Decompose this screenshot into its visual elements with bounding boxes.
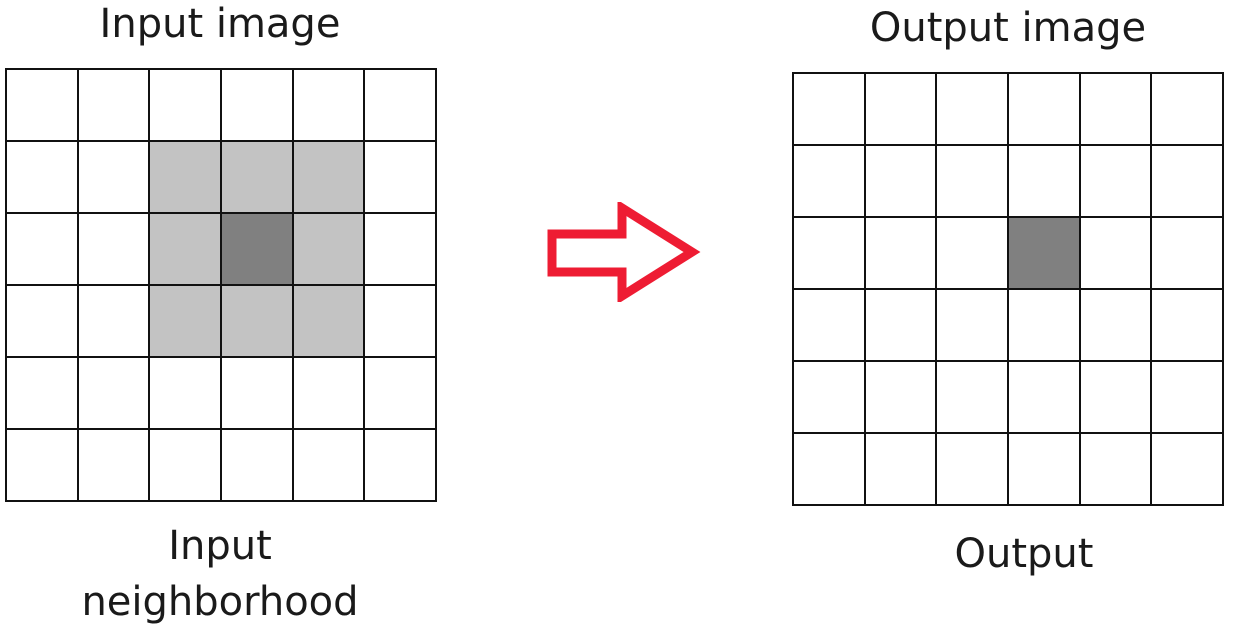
output-cell bbox=[794, 74, 866, 146]
output-cell bbox=[1008, 290, 1081, 362]
output-cell bbox=[865, 74, 938, 146]
input-neighborhood-cell bbox=[221, 286, 294, 358]
output-cell bbox=[1152, 74, 1224, 146]
arrow-shape bbox=[547, 202, 701, 302]
input-cell bbox=[365, 70, 437, 142]
output-cell bbox=[865, 218, 938, 290]
output-cell bbox=[1152, 146, 1224, 218]
output-cell bbox=[794, 290, 866, 362]
output-cell bbox=[937, 146, 1009, 218]
output-cell bbox=[1152, 218, 1224, 290]
input-neighborhood-cell bbox=[150, 214, 222, 286]
output-cell bbox=[794, 218, 866, 290]
output-cell bbox=[1080, 218, 1153, 290]
output-cell bbox=[937, 218, 1009, 290]
output-cell bbox=[1080, 146, 1153, 218]
input-cell bbox=[293, 430, 366, 502]
input-cell bbox=[78, 430, 151, 502]
input-neighborhood-cell bbox=[150, 142, 222, 214]
input-cell bbox=[78, 142, 151, 214]
input-cell bbox=[7, 286, 79, 358]
input-neighborhood-cell bbox=[293, 214, 366, 286]
output-caption: Output bbox=[954, 531, 1094, 577]
input-cell bbox=[7, 430, 79, 502]
output-cell bbox=[794, 434, 866, 506]
input-cell bbox=[7, 214, 79, 286]
input-cell bbox=[293, 70, 366, 142]
output-cell bbox=[865, 146, 938, 218]
output-cell bbox=[1080, 74, 1153, 146]
input-neighborhood-cell bbox=[293, 142, 366, 214]
output-center-pixel bbox=[1008, 218, 1081, 290]
output-cell bbox=[865, 362, 938, 434]
output-cell bbox=[1008, 362, 1081, 434]
input-image-title: Input image bbox=[99, 1, 341, 47]
input-cell bbox=[7, 142, 79, 214]
output-image-title: Output image bbox=[869, 5, 1147, 51]
input-neighborhood-caption: Input neighborhood bbox=[60, 522, 380, 626]
input-cell bbox=[150, 430, 222, 502]
input-cell bbox=[365, 286, 437, 358]
input-cell bbox=[365, 214, 437, 286]
output-cell bbox=[1008, 74, 1081, 146]
output-cell bbox=[937, 434, 1009, 506]
input-cell bbox=[78, 70, 151, 142]
input-cell bbox=[365, 430, 437, 502]
input-center-pixel bbox=[221, 214, 294, 286]
output-cell bbox=[1080, 362, 1153, 434]
output-cell bbox=[937, 290, 1009, 362]
output-cell bbox=[1008, 434, 1081, 506]
output-cell bbox=[1152, 362, 1224, 434]
input-cell bbox=[78, 286, 151, 358]
input-cell bbox=[150, 70, 222, 142]
input-cell bbox=[221, 430, 294, 502]
output-cell bbox=[1152, 434, 1224, 506]
input-cell bbox=[365, 142, 437, 214]
output-cell bbox=[937, 74, 1009, 146]
input-neighborhood-cell bbox=[293, 286, 366, 358]
output-cell bbox=[865, 290, 938, 362]
input-cell bbox=[7, 70, 79, 142]
input-neighborhood-cell bbox=[150, 286, 222, 358]
input-caption-line2: neighborhood bbox=[81, 579, 359, 625]
output-image-grid bbox=[792, 72, 1224, 506]
input-cell bbox=[78, 358, 151, 430]
input-cell bbox=[7, 358, 79, 430]
input-caption-line1: Input bbox=[168, 523, 272, 569]
input-cell bbox=[221, 358, 294, 430]
output-cell bbox=[794, 362, 866, 434]
input-cell bbox=[150, 358, 222, 430]
output-cell bbox=[1152, 290, 1224, 362]
output-cell bbox=[865, 434, 938, 506]
input-cell bbox=[221, 70, 294, 142]
input-image-grid bbox=[5, 68, 437, 502]
input-cell bbox=[78, 214, 151, 286]
output-cell bbox=[937, 362, 1009, 434]
output-cell bbox=[1080, 434, 1153, 506]
input-cell bbox=[365, 358, 437, 430]
input-neighborhood-cell bbox=[221, 142, 294, 214]
output-cell bbox=[1080, 290, 1153, 362]
output-cell bbox=[794, 146, 866, 218]
right-arrow-outline-icon bbox=[547, 202, 701, 302]
output-cell bbox=[1008, 146, 1081, 218]
input-cell bbox=[293, 358, 366, 430]
